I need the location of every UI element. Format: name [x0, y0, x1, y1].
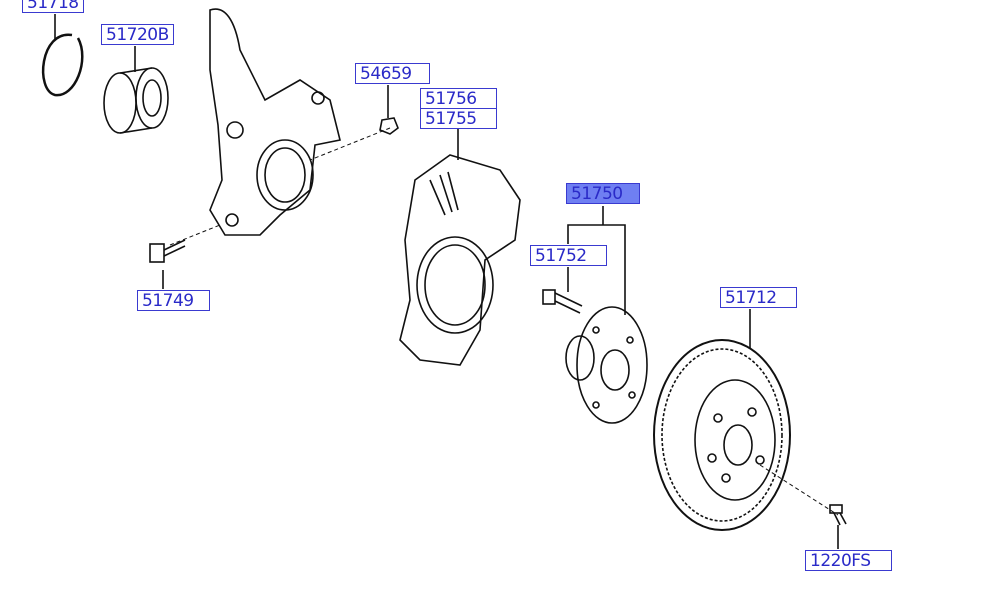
- nut-part: [379, 117, 399, 135]
- part-label-51755[interactable]: 51755: [420, 108, 497, 129]
- knuckle-bolt-part: [149, 239, 186, 263]
- brake-disc-part: [653, 339, 791, 531]
- screw-part: [829, 504, 847, 526]
- part-label-1220fs[interactable]: 1220FS: [805, 550, 892, 571]
- hub-part: [565, 306, 648, 424]
- part-label-51750-selected[interactable]: 51750: [566, 183, 640, 204]
- part-label-51718[interactable]: 51718: [22, 0, 84, 13]
- part-label-51720b[interactable]: 51720B: [101, 24, 174, 45]
- bearing-part: [103, 67, 169, 134]
- part-label-51752[interactable]: 51752: [530, 245, 607, 266]
- dust-cover-part: [399, 154, 521, 366]
- part-label-51756[interactable]: 51756: [420, 88, 497, 109]
- part-label-54659[interactable]: 54659: [355, 63, 430, 84]
- part-label-51712[interactable]: 51712: [720, 287, 797, 308]
- part-label-51749[interactable]: 51749: [137, 290, 210, 311]
- hub-bolt-part: [542, 289, 583, 314]
- leader-lines: [54, 14, 839, 549]
- knuckle-part: [209, 8, 341, 236]
- snap-ring-part: [41, 33, 84, 97]
